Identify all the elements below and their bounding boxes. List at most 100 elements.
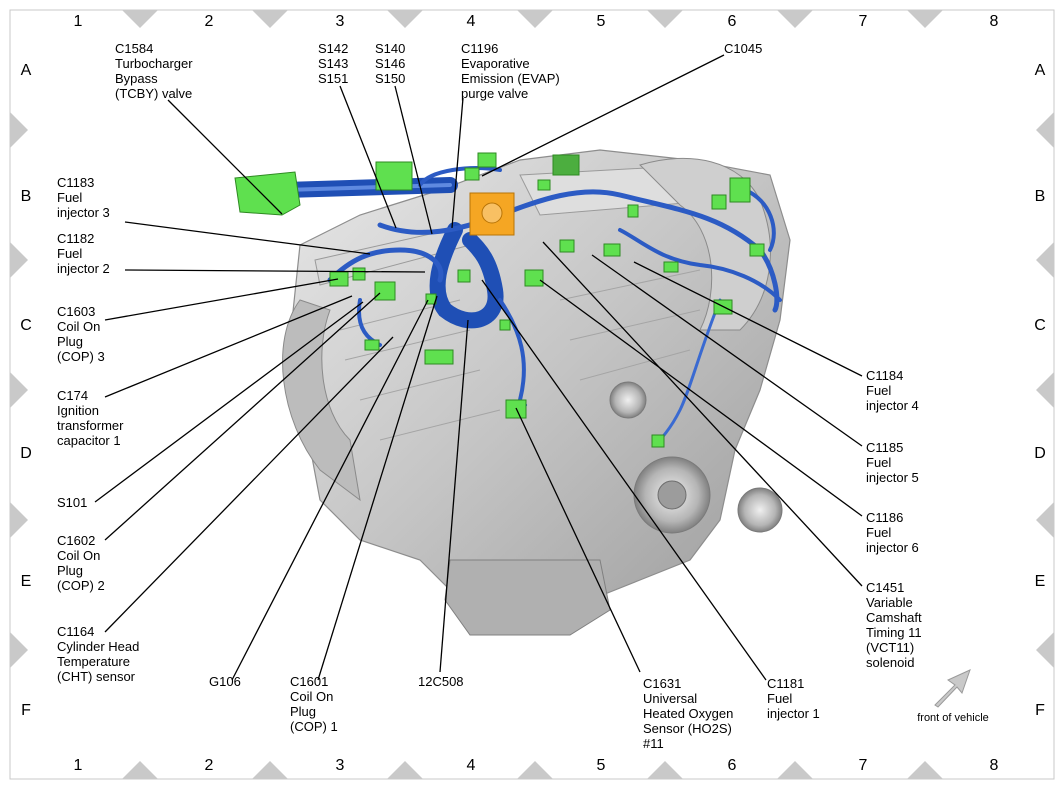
- grid-col-bottom-7: 7: [859, 757, 868, 774]
- callout-s101: S101: [57, 495, 87, 510]
- leader-s140: [394, 85, 433, 235]
- frame-marker-top-6: [777, 10, 813, 28]
- callout-c1184-line: injector 4: [866, 398, 919, 413]
- frame-marker-right-2: [1036, 242, 1054, 278]
- leader-c1451: [542, 241, 863, 587]
- harness-main-trunk-highlight: [283, 183, 452, 192]
- grid-row-left-C: C: [20, 317, 32, 334]
- oil-pan: [444, 559, 611, 636]
- callout-c1584-line: Bypass: [115, 71, 158, 86]
- callout-c1601-line: Plug: [290, 704, 316, 719]
- leader-c1603: [104, 278, 339, 321]
- grid-row-right-B: B: [1035, 188, 1046, 205]
- idler-pulley: [737, 487, 783, 533]
- leader-g106: [231, 299, 429, 681]
- callout-c1631-line: Heated Oxygen: [643, 706, 733, 721]
- connector-c1603: [374, 281, 396, 301]
- evap-purge-valve-port: [481, 202, 503, 224]
- grid-labels: 1 2 3 4 5 6 7 8 1 2 3 4 5 6 7 8 A B C D …: [20, 13, 1046, 774]
- grid-col-bottom-3: 3: [336, 757, 345, 774]
- grid-col-top-4: 4: [467, 13, 476, 30]
- callout-c1451-line: Timing 11: [866, 625, 922, 640]
- grid-row-left-E: E: [21, 573, 32, 590]
- frame-marker-bottom-4: [517, 761, 553, 779]
- leader-c1584: [167, 99, 283, 215]
- grid-row-left-F: F: [21, 702, 31, 719]
- callout-s101-line: S101: [57, 495, 87, 510]
- grid-col-bottom-5: 5: [597, 757, 606, 774]
- callout-c1603-line: Coil On: [57, 319, 100, 334]
- exhaust-manifold: [282, 299, 361, 502]
- callout-c1602-line: Plug: [57, 563, 83, 578]
- connector-right-upper: [749, 243, 765, 257]
- callout-c1183-line: Fuel: [57, 190, 82, 205]
- callout-c12c508: 12C508: [418, 674, 464, 689]
- leader-c1601: [317, 295, 438, 681]
- frame-marker-right-1: [1036, 112, 1054, 148]
- block-contours-right: [559, 269, 701, 381]
- leader-c1182: [124, 269, 426, 273]
- callout-c1186-line: injector 6: [866, 540, 919, 555]
- frame-marker-bottom-7: [907, 761, 943, 779]
- callout-c1602-line: Coil On: [57, 548, 100, 563]
- callout-c1164-line: C1164: [57, 624, 94, 639]
- frame-markers: [10, 10, 1054, 779]
- callout-c1196-line: Evaporative: [461, 56, 530, 71]
- connector-mid: [499, 319, 511, 331]
- connector-small-3: [352, 267, 366, 281]
- callout-c1451-line: (VCT11): [866, 640, 914, 655]
- grid-row-right-D: D: [1034, 445, 1046, 462]
- grid-col-bottom-6: 6: [728, 757, 737, 774]
- frame-marker-left-1: [10, 112, 28, 148]
- connector-tcby-valve: [234, 171, 301, 216]
- callout-c1181-line: C1181: [767, 676, 804, 691]
- connector-evap-2: [464, 167, 480, 181]
- connector-c1182: [329, 271, 349, 287]
- callout-c1185-line: Fuel: [866, 455, 891, 470]
- block-contours: [339, 299, 501, 441]
- leader-lines: [94, 54, 863, 681]
- callout-c1584-line: Turbocharger: [115, 56, 193, 71]
- grid-row-left-D: D: [20, 445, 32, 462]
- frame-marker-bottom-5: [647, 761, 683, 779]
- tensioner-pulley: [609, 381, 647, 419]
- callout-s140-line: S146: [375, 56, 405, 71]
- callout-c1196-line: Emission (EVAP): [461, 71, 560, 86]
- connector-evap: [477, 152, 497, 168]
- connector-c1164: [364, 339, 380, 351]
- callout-c1164-line: (CHT) sensor: [57, 669, 136, 684]
- frame-marker-top-5: [647, 10, 683, 28]
- callout-c1451-line: solenoid: [866, 655, 914, 670]
- leader-c174: [104, 295, 353, 398]
- callout-c1631-line: Universal: [643, 691, 697, 706]
- callout-c1602-line: (COP) 2: [57, 578, 105, 593]
- front-of-vehicle-label: front of vehicle: [917, 712, 989, 724]
- callout-s140-line: S140: [375, 41, 405, 56]
- grid-col-top-8: 8: [990, 13, 999, 30]
- callout-c1603-line: (COP) 3: [57, 349, 105, 364]
- grid-row-right-F: F: [1035, 702, 1045, 719]
- leader-c1631: [515, 407, 641, 673]
- harness-injector-branch: [618, 228, 782, 302]
- grid-col-top-5: 5: [597, 13, 606, 30]
- leader-c1186: [539, 279, 863, 517]
- frame-marker-bottom-1: [122, 761, 158, 779]
- callout-c1186-line: Fuel: [866, 525, 891, 540]
- frame-marker-right-5: [1036, 632, 1054, 668]
- callout-c1631-line: Sensor (HO2S): [643, 721, 732, 736]
- frame-marker-left-4: [10, 502, 28, 538]
- grid-row-right-C: C: [1034, 317, 1046, 334]
- callout-c1601-line: C1601: [290, 674, 328, 689]
- callout-c1164-line: Temperature: [57, 654, 130, 669]
- callout-c1584-line: (TCBY) valve: [115, 86, 192, 101]
- grid-row-right-E: E: [1035, 573, 1046, 590]
